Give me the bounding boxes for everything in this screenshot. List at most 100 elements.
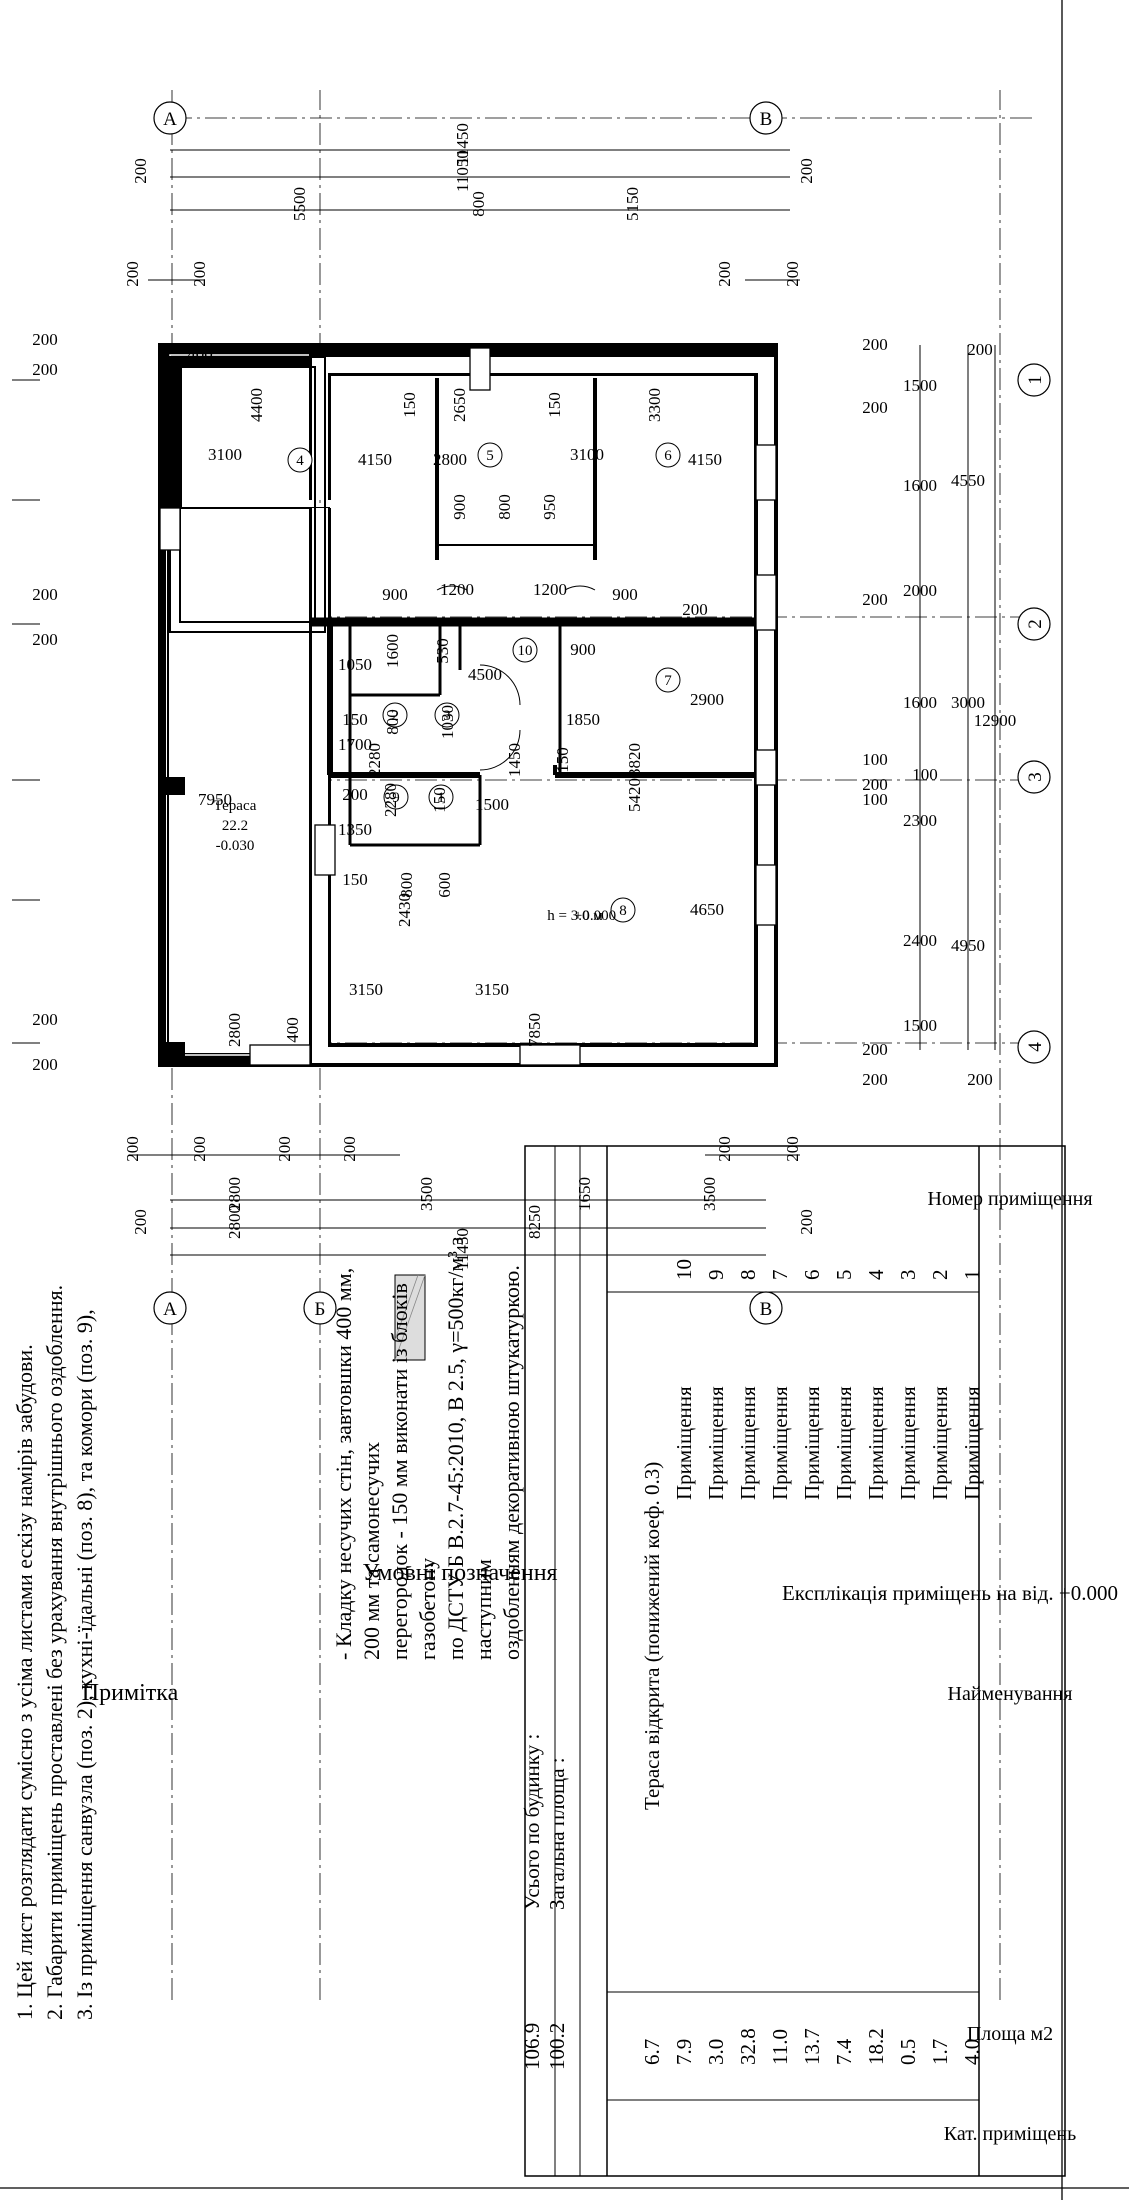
terrace-400: 400 <box>283 1017 302 1043</box>
table-totals: Загальна площа : 100.2 <box>545 1146 575 2170</box>
terrace-level: -0.030 <box>216 838 255 854</box>
dim-bottom-tick-4: 200 <box>340 1136 359 1162</box>
dim-right-chain-5: 2300 <box>903 811 937 830</box>
left-dim-stubs <box>12 379 40 1044</box>
dim-right-chain-1: 1500 <box>903 376 937 395</box>
dim-right-tick-10: 200 <box>967 1070 993 1089</box>
row-number: 5 <box>832 1269 856 1281</box>
row-number: 3 <box>896 1269 920 1281</box>
dim-bottom-edge-2: 200 <box>797 1209 816 1235</box>
r200-label: 200 <box>682 600 708 619</box>
r8-height: 4650 <box>690 900 724 919</box>
door-swings <box>436 585 596 771</box>
r8-1500: 1500 <box>475 795 509 814</box>
note-item-1: 1. Цей лист розглядати сумісно з усіма л… <box>12 1344 37 2020</box>
row-name: Приміщення <box>896 1386 920 1500</box>
bottom-dimension-lines <box>130 1154 800 1256</box>
table-row: Тераса відкрита (понижений коеф. 0.3)6.7 <box>640 1146 670 2170</box>
dim-bottom-overall: 11450 <box>453 1228 472 1270</box>
axis-3-label: 3 <box>1025 772 1046 782</box>
building-value: 106.9 <box>520 2022 544 2070</box>
dim-right-tick-9: 200 <box>862 1070 888 1089</box>
dim-bottom-mid-1: 2800 <box>225 1205 244 1239</box>
room-1-label: 1 <box>437 790 445 806</box>
dim-bottom-tick-3: 200 <box>275 1136 294 1162</box>
dim-bottom-tick-1: 200 <box>123 1136 142 1162</box>
r7-width: 3820 <box>625 743 644 777</box>
row-area: 1.7 <box>928 2038 952 2065</box>
dim-top-tick-2: 200 <box>190 261 209 287</box>
axis-marker-3: 3 <box>1017 760 1051 794</box>
dim-left-tick-5: 200 <box>32 1010 58 1029</box>
building-label: Усього по будинку : <box>520 1733 544 1910</box>
dim-top-seg-1: 5500 <box>290 187 309 221</box>
axis-4-label: 4 <box>1025 1042 1046 1052</box>
legend-line-1: - Кладку несучих стін, завтовшки 400 мм,… <box>331 1267 384 1660</box>
dim-left-tick-1: 200 <box>32 330 58 349</box>
axis-a-label-2: А <box>163 1299 177 1320</box>
axis-marker-b-bottom: Б <box>303 1291 337 1325</box>
r5-width: 2650 <box>450 388 469 422</box>
axis-marker-a-top: А <box>153 101 187 135</box>
dim-top-seg-3: 5150 <box>623 187 642 221</box>
dim-right-chain-7: 1500 <box>903 1016 937 1035</box>
hall-height: h = 3.0 м <box>547 908 603 924</box>
dim-left-tick-6: 200 <box>32 1055 58 1074</box>
dim-right-tick-1: 200 <box>862 335 888 354</box>
axis-v-label-2: В <box>760 1299 773 1320</box>
wall-400-label: 400 <box>187 345 213 364</box>
room-9-label: 9 <box>392 790 400 806</box>
r5-height: 2800 <box>433 450 467 469</box>
terrace-column-mid <box>165 777 185 795</box>
r9-150: 150 <box>430 787 449 813</box>
row-area: 11.0 <box>768 2029 792 2065</box>
r1-height: 1700 <box>338 735 372 754</box>
dim-left-tick-3: 200 <box>32 585 58 604</box>
room-7-label: 7 <box>664 673 672 689</box>
r6-depth: 4150 <box>688 450 722 469</box>
row-number: 6 <box>800 1269 824 1281</box>
axis-a-label: А <box>163 109 177 130</box>
total-value: 100.2 <box>545 2022 569 2070</box>
dim-right-tick-7: 100 <box>862 790 888 809</box>
room-dimension-texts: 4400 3100 4150 2650 2800 900 800 950 330… <box>187 345 938 1047</box>
room-6-label: 6 <box>664 448 672 464</box>
row-number: 1 <box>960 1269 984 1281</box>
r9-door-2: 600 <box>435 872 454 898</box>
r5-door-3: 950 <box>540 494 559 520</box>
top-dimension-lines <box>148 149 800 281</box>
terrace-name: Тераса <box>214 798 257 814</box>
r5-door-1: 900 <box>450 494 469 520</box>
r7-depth: 1850 <box>566 710 600 729</box>
right-dimension-lines <box>919 345 996 1050</box>
legend-line-4: оздобленням декоративною штукатуркою. <box>499 1265 524 1660</box>
table-caption: Експлікація приміщень на від. +0.000 <box>782 1581 1118 1605</box>
row-area: 4.0 <box>960 2038 984 2065</box>
r9-height: 1350 <box>338 820 372 839</box>
legend-text: - Кладку несучих стін, завтовшки 400 мм,… <box>330 1230 526 1660</box>
row-number: 7 <box>768 1269 792 1281</box>
axis-marker-4: 4 <box>1017 1030 1051 1064</box>
hall-level: +0.000 <box>574 908 616 924</box>
r2-door-2: 1030 <box>438 705 457 739</box>
row-area: 6.7 <box>640 2038 664 2065</box>
r8-3150-a: 3150 <box>475 980 509 999</box>
wall-100-label: 100 <box>912 765 938 784</box>
interior-partitions <box>310 378 776 847</box>
dim-bottom-seg-2: 3500 <box>417 1177 436 1211</box>
r2-width: 1600 <box>383 634 402 668</box>
r1-150: 150 <box>553 747 572 773</box>
row-number: 9 <box>704 1269 728 1281</box>
row-area: 7.4 <box>832 2038 856 2065</box>
axis-marker-1: 1 <box>1017 363 1051 397</box>
dim-right-tick-4: 200 <box>862 590 888 609</box>
dim-top-edge-left: 200 <box>131 158 150 184</box>
legend-title: Умовні позначення <box>362 1560 557 1586</box>
axis-marker-2: 2 <box>1017 607 1051 641</box>
dim-right-chain-6: 2400 <box>903 931 937 950</box>
